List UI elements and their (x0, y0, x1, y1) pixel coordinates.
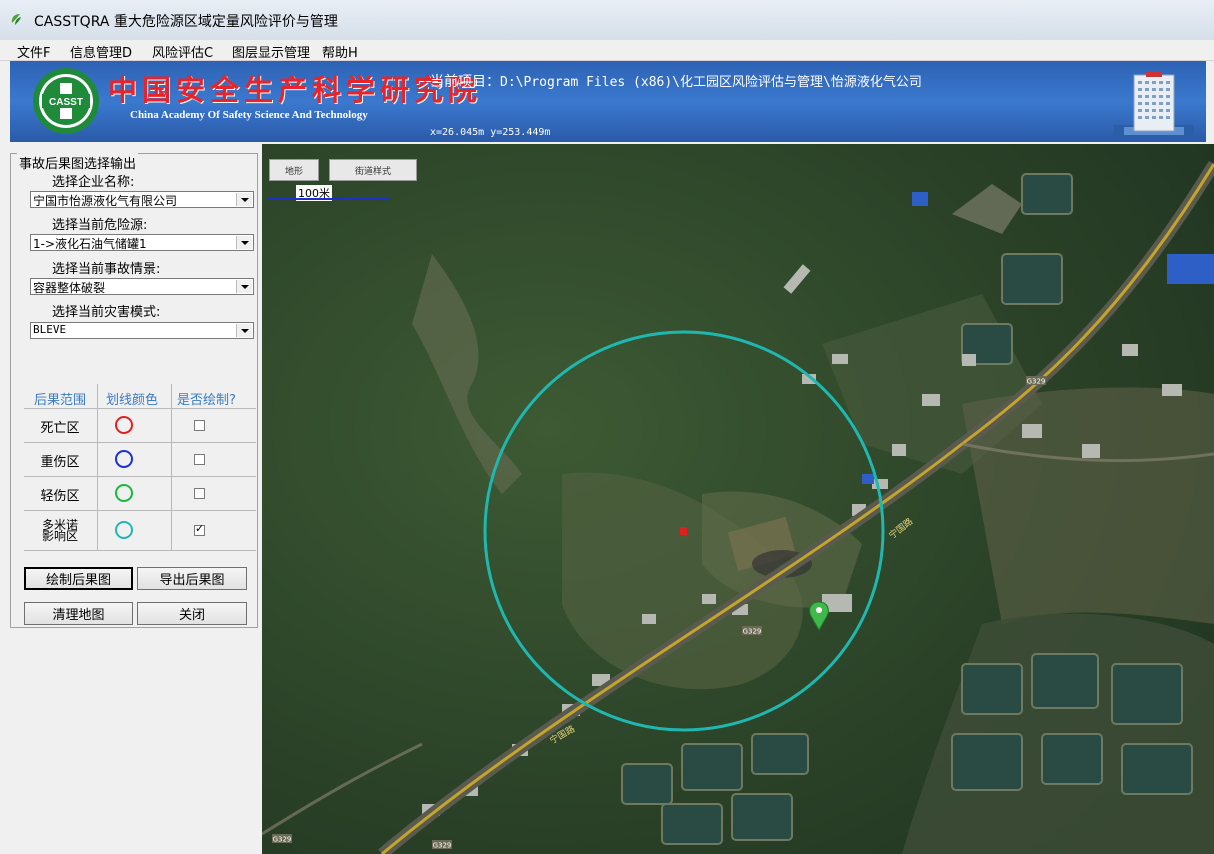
table-row: 重伤区 (24, 444, 256, 476)
table-divider (24, 550, 256, 551)
table-divider (171, 384, 172, 550)
road-shield: G329 (1027, 378, 1046, 386)
row-label: 死亡区 (40, 420, 80, 436)
map-imagery: G329 G329 G329 G329 宁国路 宁国路 (262, 144, 1214, 854)
terrain-button[interactable]: 地形 (269, 159, 319, 181)
header-banner: CASST 中国安全生产科学研究院 China Academy Of Safet… (10, 61, 1206, 142)
satellite-map[interactable]: G329 G329 G329 G329 宁国路 宁国路 地形 街道样式 100米 (262, 144, 1214, 854)
chevron-down-icon[interactable] (236, 324, 252, 337)
red-circle-icon (115, 416, 133, 434)
table-row: 死亡区 (24, 410, 256, 442)
scenario-select[interactable]: 容器整体破裂 (30, 278, 254, 295)
hazard-select[interactable]: 1->液化石油气储罐1 (30, 234, 254, 251)
casst-logo: CASST (33, 68, 99, 134)
street-style-button[interactable]: 街道样式 (329, 159, 417, 181)
minor-injury-checkbox[interactable] (194, 488, 205, 499)
menu-info-management[interactable]: 信息管理D (70, 46, 133, 61)
company-select[interactable]: 宁国市怡源液化气有限公司 (30, 191, 254, 208)
row-label: 重伤区 (40, 454, 80, 470)
scale-label: 100米 (296, 185, 332, 201)
clear-map-button[interactable]: 清理地图 (24, 602, 133, 625)
menu-file[interactable]: 文件F (17, 46, 51, 61)
table-row: 轻伤区 (24, 478, 256, 510)
blue-circle-icon (115, 450, 133, 468)
chevron-down-icon[interactable] (236, 280, 252, 293)
scale-bar (268, 198, 390, 200)
chevron-down-icon[interactable] (236, 236, 252, 249)
company-label: 选择企业名称: (52, 175, 135, 190)
mode-select[interactable]: BLEVE (30, 322, 254, 339)
table-header-draw: 是否绘制? (177, 393, 236, 408)
row-label: 多米诺影响区 (41, 518, 78, 543)
row-label: 轻伤区 (40, 488, 80, 504)
table-divider (24, 442, 256, 443)
menu-risk-assessment[interactable]: 风险评估C (152, 46, 214, 61)
table-divider (24, 476, 256, 477)
green-circle-icon (115, 484, 133, 502)
severe-injury-checkbox[interactable] (194, 454, 205, 465)
consequence-panel: 事故后果图选择输出 选择企业名称: 宁国市怡源液化气有限公司 选择当前危险源: … (7, 144, 259, 854)
hazard-source-marker[interactable] (680, 527, 687, 535)
title-bar: CASSTQRA 重大危险源区域定量风险评价与管理 (0, 0, 1214, 40)
table-header-color: 划线颜色 (106, 393, 159, 408)
table-row: 多米诺影响区 (24, 513, 256, 549)
table-header-range: 后果范围 (34, 393, 87, 408)
scenario-select-value: 容器整体破裂 (33, 281, 106, 295)
road-shield: G329 (273, 836, 292, 844)
menu-layer-display[interactable]: 图层显示管理 (232, 46, 311, 61)
table-divider (97, 384, 98, 550)
table-divider (24, 510, 256, 511)
hazard-select-value: 1->液化石油气储罐1 (33, 237, 147, 251)
cursor-coordinates: x=26.045m y=253.449m (430, 127, 551, 138)
consequence-groupbox: 事故后果图选择输出 (10, 153, 258, 628)
road-shield: G329 (743, 628, 762, 636)
project-label: 当前项目： (430, 74, 500, 90)
scenario-label: 选择当前事故情景: (52, 262, 161, 277)
domino-impact-circle (483, 330, 885, 732)
app-icon (11, 14, 21, 25)
project-path: 当前项目：D:\Program Files (x86)\化工园区风险评估与管理\… (430, 71, 922, 91)
mode-label: 选择当前灾害模式: (52, 305, 161, 320)
menu-help[interactable]: 帮助H (322, 46, 358, 61)
window-title: CASSTQRA 重大危险源区域定量风险评价与管理 (34, 14, 338, 30)
org-name-cn: 中国安全生产科学研究院 (108, 73, 483, 107)
chevron-down-icon[interactable] (236, 193, 252, 206)
death-zone-checkbox[interactable] (194, 420, 205, 431)
project-path-value: D:\Program Files (x86)\化工园区风险评估与管理\怡源液化气… (500, 75, 922, 90)
road-shield: G329 (433, 842, 452, 850)
export-consequence-button[interactable]: 导出后果图 (137, 567, 247, 590)
logo-text: CASST (49, 97, 83, 108)
org-name-en: China Academy Of Safety Science And Tech… (130, 109, 368, 121)
mode-select-value: BLEVE (33, 323, 67, 336)
hazard-label: 选择当前危险源: (52, 218, 148, 233)
menu-bar: 文件F 信息管理D 风险评估C 图层显示管理 帮助H (0, 40, 1214, 61)
company-select-value: 宁国市怡源液化气有限公司 (33, 194, 178, 208)
draw-consequence-button[interactable]: 绘制后果图 (24, 567, 133, 590)
close-button[interactable]: 关闭 (137, 602, 247, 625)
building-icon (1114, 71, 1194, 137)
table-divider (24, 408, 256, 409)
location-pin-icon[interactable] (809, 601, 829, 632)
group-title: 事故后果图选择输出 (17, 153, 139, 172)
teal-circle-icon (115, 521, 133, 539)
domino-zone-checkbox[interactable] (194, 522, 205, 536)
